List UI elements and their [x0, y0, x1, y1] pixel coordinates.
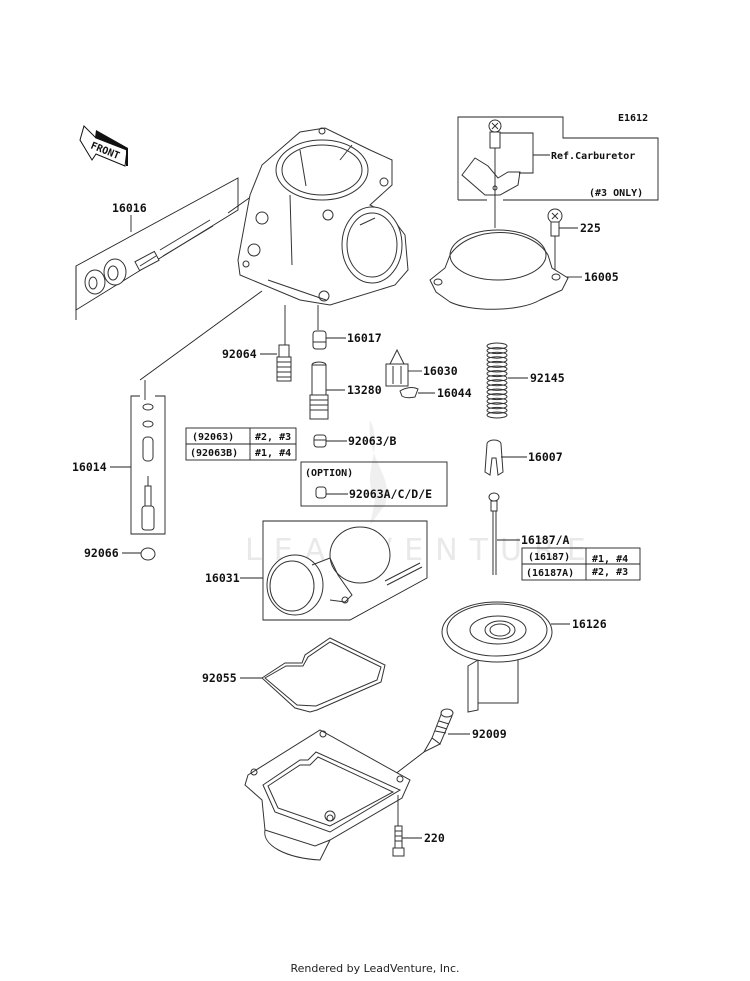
part-16014[interactable]: [110, 395, 166, 535]
spring-coil: [486, 397, 508, 405]
carburetor-body: [237, 127, 409, 306]
label-16014[interactable]: 16014: [72, 460, 107, 474]
spring-coil: [486, 411, 508, 419]
label-92063-b[interactable]: 92063/B: [348, 434, 397, 448]
spring-coil: [486, 379, 508, 387]
front-arrow-icon: FRONT: [79, 125, 128, 167]
float-bowl: [244, 729, 411, 861]
spring-coil: [486, 402, 508, 410]
part-92145[interactable]: [486, 342, 528, 419]
part-16044[interactable]: [399, 387, 435, 399]
spring-coil: [486, 374, 508, 382]
spring-coil: [486, 406, 508, 414]
ref-carburetor-box: Ref.Carburetor (#3 ONLY): [457, 116, 659, 228]
label-16126[interactable]: 16126: [572, 617, 607, 631]
spring-coil: [486, 393, 508, 401]
part-16031[interactable]: [240, 520, 428, 621]
part-13280[interactable]: [309, 361, 345, 420]
diagram-code: E1612: [618, 113, 648, 124]
part-220[interactable]: [392, 795, 422, 857]
spring-coil: [486, 360, 508, 368]
label-220[interactable]: 220: [424, 831, 445, 845]
label-92064[interactable]: 92064: [222, 347, 257, 361]
part-16007[interactable]: [484, 439, 527, 476]
option-box: (OPTION) 92063A/C/D/E: [300, 461, 448, 507]
label-16007[interactable]: 16007: [528, 450, 563, 464]
table-16187-row-0-part: (16187): [528, 552, 570, 563]
table-16187-row-1-positions: #2, #3: [592, 567, 628, 578]
part-92055[interactable]: [240, 637, 386, 713]
part-92064[interactable]: [260, 344, 292, 382]
label-16016[interactable]: 16016: [112, 201, 147, 215]
ref-carburetor-note: (#3 ONLY): [589, 188, 643, 199]
spring-coil: [486, 347, 508, 355]
spring-coil: [486, 342, 508, 350]
table-16187: (16187) #1, #4 (16187A) #2, #3: [521, 547, 641, 581]
spring-coil: [486, 383, 508, 391]
part-16187-a[interactable]: [488, 492, 520, 575]
table-92063-row-1-positions: #1, #4: [255, 448, 291, 459]
label-13280[interactable]: 13280: [347, 383, 382, 397]
table-16187-row-0-positions: #1, #4: [592, 554, 628, 565]
table-92063-row-1-part: (92063B): [190, 448, 238, 459]
label-16031[interactable]: 16031: [205, 571, 240, 585]
spring-coil: [486, 365, 508, 373]
part-92066[interactable]: [122, 547, 156, 561]
label-92063a-c-d-e[interactable]: 92063A/C/D/E: [349, 487, 432, 501]
part-92063-b[interactable]: [313, 434, 347, 448]
label-16005[interactable]: 16005: [584, 270, 619, 284]
ref-carburetor-label: Ref.Carburetor: [551, 151, 635, 162]
spring-coil: [486, 356, 508, 364]
table-92063-row-0-positions: #2, #3: [255, 432, 291, 443]
part-16005[interactable]: [429, 229, 582, 310]
part-225[interactable]: [547, 208, 578, 276]
label-16187-a[interactable]: 16187/A: [521, 533, 570, 547]
table-92063-row-0-part: (92063): [192, 432, 234, 443]
label-225[interactable]: 225: [580, 221, 601, 235]
spring-coil: [486, 351, 508, 359]
table-16187-row-1-part: (16187A): [526, 568, 574, 579]
label-16044[interactable]: 16044: [437, 386, 472, 400]
part-16017[interactable]: [312, 330, 346, 350]
label-16017[interactable]: 16017: [347, 331, 382, 345]
part-16016[interactable]: [75, 177, 253, 320]
label-92066[interactable]: 92066: [84, 546, 119, 560]
footer-credit: Rendered by LeadVenture, Inc.: [290, 962, 460, 975]
part-16126[interactable]: [441, 601, 570, 713]
label-16030[interactable]: 16030: [423, 364, 458, 378]
label-92145[interactable]: 92145: [530, 371, 565, 385]
label-92009[interactable]: 92009: [472, 727, 507, 741]
part-16030[interactable]: [385, 348, 422, 387]
part-92009[interactable]: [389, 708, 470, 779]
table-92063: (92063) #2, #3 (92063B) #1, #4: [185, 427, 297, 461]
label-92055[interactable]: 92055: [202, 671, 237, 685]
spring-coil: [486, 388, 508, 396]
option-title: (OPTION): [305, 468, 353, 479]
spring-coil: [486, 370, 508, 378]
